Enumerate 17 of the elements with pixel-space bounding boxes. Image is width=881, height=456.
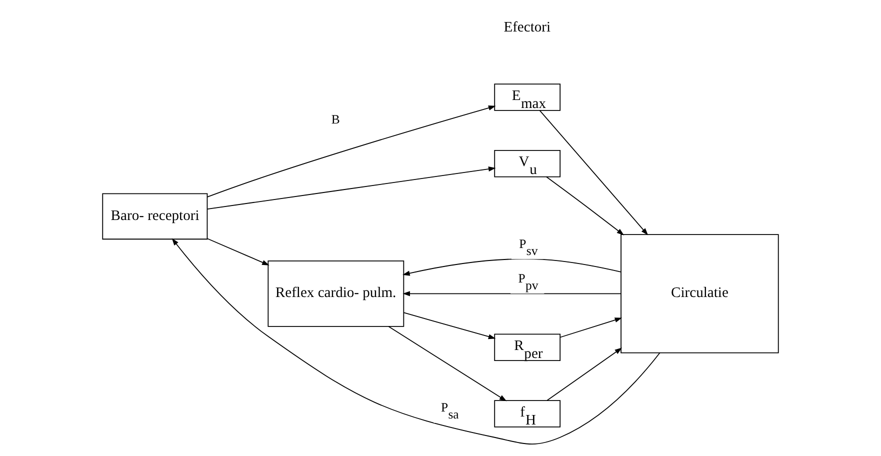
node-box: Reflex cardio- pulm. <box>268 260 404 327</box>
arrow <box>206 238 270 266</box>
label: Efectori <box>504 20 551 36</box>
node-box: Baro- receptori <box>102 193 208 240</box>
arrow <box>206 166 496 210</box>
arrow <box>560 318 622 338</box>
arrow <box>403 312 496 340</box>
arrow <box>172 238 660 444</box>
arrow <box>388 326 507 402</box>
arrow <box>206 105 496 198</box>
arrow <box>539 110 648 236</box>
arrow <box>402 291 622 296</box>
arrow <box>546 176 624 236</box>
node-box: Circulatie <box>620 234 779 354</box>
arrow <box>546 348 622 401</box>
arrow <box>402 258 622 276</box>
edge-label: B <box>331 112 340 126</box>
